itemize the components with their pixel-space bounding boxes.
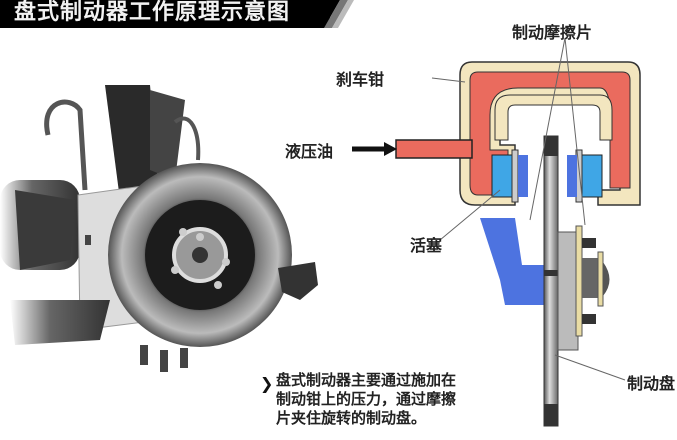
label-hydraulic-oil: 液压油: [285, 142, 334, 161]
description-line: 片夹住旋转的制动盘。: [276, 409, 427, 427]
diagram-title: 盘式制动器工作原理示意图: [14, 0, 291, 25]
label-brake-disc: 制动盘: [627, 374, 676, 393]
banner-stripes: [318, 0, 354, 28]
label-caliper: 刹车钳: [336, 70, 385, 89]
description-line: 制动钳上的压力，通过摩擦: [276, 390, 457, 408]
description-text: 盘式制动器主要通过施加在 制动钳上的压力，通过摩擦 片夹住旋转的制动盘。: [276, 371, 526, 428]
title-banner: 盘式制动器工作原理示意图: [0, 0, 330, 28]
description-line: 盘式制动器主要通过施加在: [276, 371, 457, 389]
label-friction-pads: 制动摩擦片: [512, 23, 593, 42]
label-piston: 活塞: [410, 236, 443, 255]
bullet-chevron-icon: ❯: [260, 374, 274, 393]
